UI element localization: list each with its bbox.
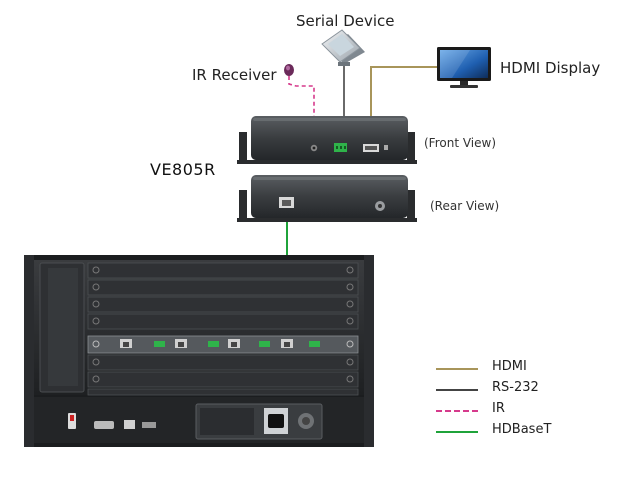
hdbaset-output-card xyxy=(87,335,359,354)
ve805r-front-view xyxy=(237,116,417,164)
legend-item-ir: IR xyxy=(436,400,606,421)
rear-view-label: (Rear View) xyxy=(430,199,500,213)
legend-item-hdbaset: HDBaseT xyxy=(436,421,606,442)
legend-label-hdbaset: HDBaseT xyxy=(492,422,552,437)
legend-label-hdmi: HDMI xyxy=(492,359,527,374)
matrix-chassis xyxy=(24,255,374,447)
hdmi-display-icon xyxy=(437,47,491,88)
serial-device-label: Serial Device xyxy=(296,12,395,30)
legend-label-ir: IR xyxy=(492,401,505,416)
legend-item-hdmi: HDMI xyxy=(436,358,606,379)
ir-receiver-label: IR Receiver xyxy=(192,66,277,84)
chassis-slots xyxy=(87,262,359,396)
serial-device-icon xyxy=(321,29,365,66)
legend-line-ir xyxy=(436,410,478,412)
ir-receiver-icon xyxy=(284,64,294,76)
ve805r-rear-view xyxy=(237,175,417,222)
legend: HDMI RS-232 IR HDBaseT xyxy=(436,358,606,442)
legend-line-hdmi xyxy=(436,368,478,370)
legend-item-rs232: RS-232 xyxy=(436,379,606,400)
legend-line-hdbaset xyxy=(436,431,478,433)
chassis-rear-panel xyxy=(34,397,364,443)
front-view-label: (Front View) xyxy=(424,136,497,150)
cable-ir xyxy=(288,76,315,148)
model-label: VE805R xyxy=(150,160,216,179)
legend-line-rs232 xyxy=(436,389,478,391)
legend-label-rs232: RS-232 xyxy=(492,380,539,395)
hdmi-display-label: HDMI Display xyxy=(500,59,601,77)
